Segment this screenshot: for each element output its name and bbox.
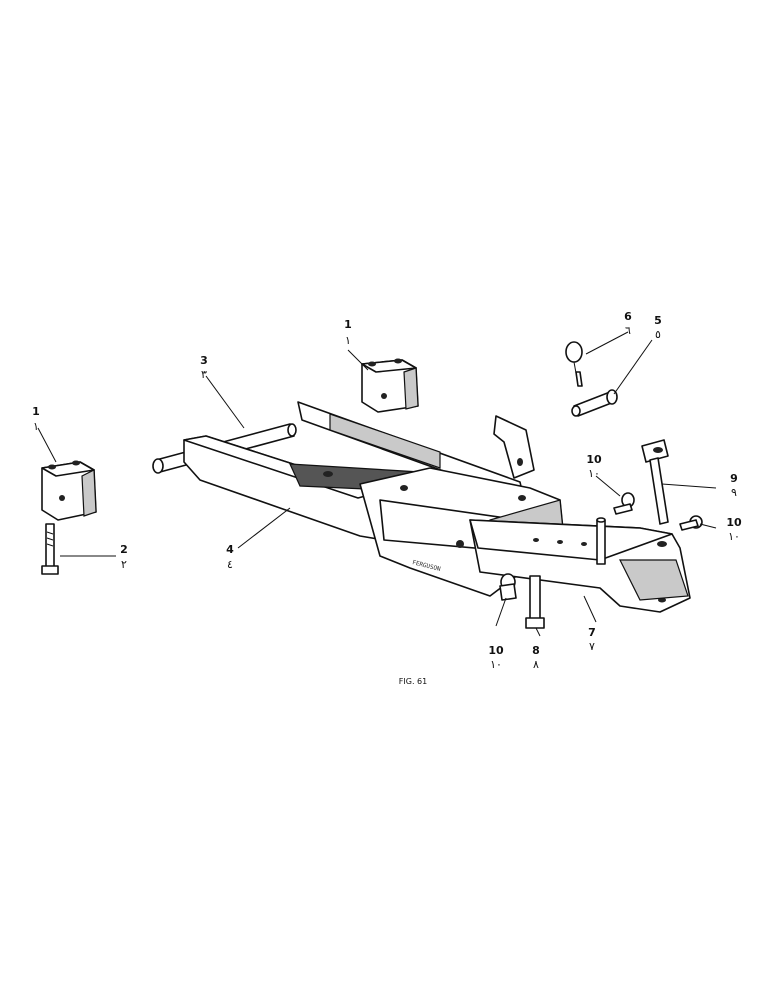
- callout-arabic: ١: [33, 420, 39, 433]
- callout-10a: 10 ١٠: [586, 453, 602, 480]
- callout-arabic: ١٠: [490, 658, 502, 671]
- callout-7: 7 ٧: [588, 626, 596, 653]
- callout-number: 1: [344, 318, 352, 331]
- clamp-block-top: [361, 358, 419, 413]
- callout-arabic: ٦: [625, 324, 631, 337]
- callout-number: 3: [200, 354, 208, 367]
- callout-1a: 1 ١: [32, 405, 40, 433]
- callout-number: 2: [120, 543, 128, 556]
- callout-2: 2 ٢: [120, 543, 128, 571]
- callout-number: 8: [532, 644, 540, 657]
- callout-9: 9 ٩: [730, 472, 738, 499]
- callout-number: 10: [586, 453, 602, 466]
- callout-arabic: ١٠: [728, 530, 740, 543]
- bolt: [41, 523, 59, 575]
- stay-pin: [641, 439, 669, 525]
- linch-pin-b: [679, 515, 703, 531]
- callout-1b: 1 ١: [344, 318, 352, 347]
- callout-8: 8 ٨: [532, 644, 540, 671]
- linch-pin-c: [499, 573, 517, 601]
- callout-10b: 10 ١٠: [726, 516, 742, 543]
- callout-arabic: ٣: [201, 368, 207, 381]
- lower-bolt: [525, 575, 545, 629]
- callout-10c: 10 ١٠: [488, 644, 504, 671]
- callout-arabic: ٧: [589, 640, 595, 653]
- callout-number: 10: [488, 644, 504, 657]
- leader-lines: [37, 331, 717, 637]
- callout-number: 5: [654, 314, 662, 327]
- callout-number: 7: [588, 626, 596, 639]
- callout-arabic: ٤: [227, 558, 233, 571]
- vertical-pin: [596, 517, 606, 565]
- callout-arabic: ٩: [731, 486, 737, 499]
- clamp-block-left: [41, 460, 97, 521]
- callout-arabic: ١: [345, 334, 351, 347]
- callout-4: 4 ٤: [226, 543, 234, 571]
- callout-number: 4: [226, 543, 234, 556]
- callout-number: 1: [32, 405, 40, 418]
- figure-caption: FIG. 61: [399, 677, 427, 686]
- callout-number: 6: [624, 310, 632, 323]
- linch-pin-a: [613, 492, 635, 515]
- pin: [571, 389, 618, 417]
- ring-clip: [565, 341, 583, 387]
- callout-3: 3 ٣: [200, 354, 208, 381]
- callout-6: 6 ٦: [624, 310, 632, 337]
- callout-number: 10: [726, 516, 742, 529]
- callout-number: 9: [730, 472, 738, 485]
- callout-arabic: ٢: [121, 558, 127, 571]
- callout-arabic: ١٠: [588, 467, 600, 480]
- callout-arabic: ٥: [655, 328, 661, 341]
- callout-5: 5 ٥: [654, 314, 662, 341]
- callout-arabic: ٨: [533, 658, 539, 671]
